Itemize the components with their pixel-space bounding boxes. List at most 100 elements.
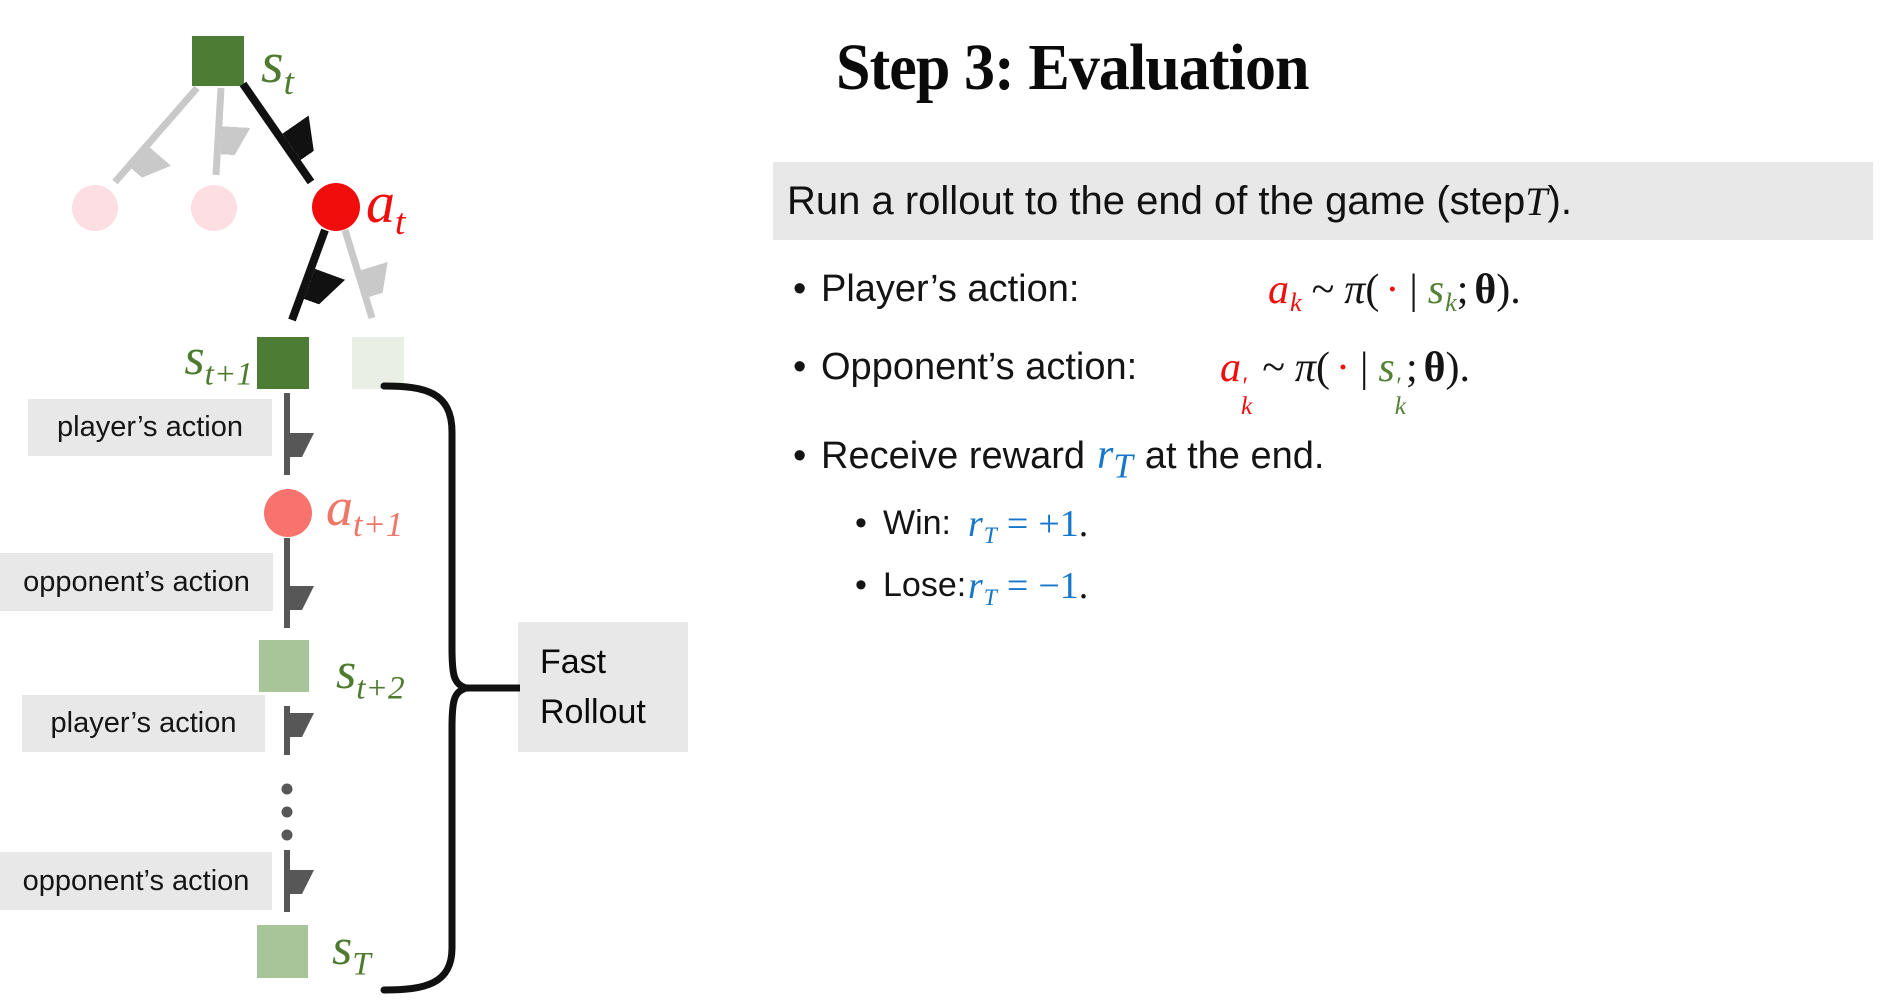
var-r-subscript: T <box>983 585 997 612</box>
open-paren: ( <box>1315 345 1330 391</box>
players-action-label: Player’s action: <box>821 268 1080 310</box>
label-at-base: a <box>366 170 395 235</box>
lose-formula: rT=−1. <box>968 564 1088 612</box>
annotation-opponents-action-1: opponent’s action <box>0 553 273 611</box>
semicolon: ; <box>1456 267 1469 313</box>
label-st2: st+2 <box>336 646 405 705</box>
equals-sign: = <box>1006 565 1029 607</box>
var-r: r <box>968 565 983 607</box>
vertical-ellipsis <box>281 783 293 841</box>
label-sT-sub: T <box>352 945 371 983</box>
annotation-opponents-action-2: opponent’s action <box>0 852 272 910</box>
state-node-st2 <box>259 640 309 692</box>
annotation-players-action-2: player’s action <box>22 695 265 752</box>
slide-title: Step 3: Evaluation <box>836 31 1310 104</box>
label-at1-sub: t+1 <box>353 506 404 545</box>
var-a: a <box>1268 267 1289 313</box>
sub-bullet-win: •Win: rT=+1. <box>855 503 1088 549</box>
unexplored-action-node-1 <box>72 185 118 231</box>
players-action-formula: ak~π(·|sk;θ). <box>1268 265 1521 318</box>
period: . <box>1078 503 1089 545</box>
tilde-operator: ~ <box>1262 345 1285 391</box>
bullet-opponents-action: •Opponent’s action: a′k~π(·|s′k;θ). <box>793 345 1470 419</box>
label-st1-base: s <box>184 329 205 386</box>
var-s: s <box>1378 345 1395 391</box>
state-node-faded <box>352 337 404 389</box>
label-at1: at+1 <box>326 480 403 543</box>
var-s-subscript: k <box>1445 287 1457 317</box>
var-r-T: rT <box>1097 432 1133 485</box>
var-r-T: rT <box>968 503 997 549</box>
label-st2-base: s <box>336 643 357 700</box>
fast-rollout-line1: Fast <box>540 643 607 681</box>
bullet-icon: • <box>793 435 807 477</box>
bullet-icon: • <box>793 346 807 388</box>
var-s-subscript: k <box>1394 392 1406 420</box>
opponents-action-label: Opponent’s action: <box>821 346 1138 388</box>
edge-st-pink1 <box>112 85 200 182</box>
conditional-bar: | <box>1409 267 1418 313</box>
reward-text-before: Receive reward <box>821 435 1085 477</box>
opponents-action-formula: a′k~π(·|s′k;θ). <box>1220 343 1471 420</box>
reward-value: −1 <box>1038 565 1079 607</box>
period: . <box>1078 565 1089 607</box>
var-a-subscript: k <box>1241 392 1253 420</box>
unexplored-action-node-2 <box>191 185 237 231</box>
semicolon: ; <box>1405 345 1418 391</box>
prime-subscript-stack: ′k <box>1394 373 1406 420</box>
var-s-k: sk <box>1428 267 1457 317</box>
edge-at-faded <box>341 228 372 320</box>
state-node-sT <box>257 925 308 978</box>
close-paren: ). <box>1496 267 1521 313</box>
fast-rollout-label: Fast Rollout <box>518 622 688 752</box>
prime-subscript-stack: ′k <box>1241 373 1253 420</box>
label-st: st <box>261 34 294 101</box>
highlight-statement: Run a rollout to the end of the game (st… <box>773 162 1873 240</box>
open-paren: ( <box>1365 267 1380 313</box>
annotation-players-action-1: player’s action <box>28 399 272 456</box>
var-r: r <box>1097 432 1114 478</box>
var-a-subscript: k <box>1290 287 1302 317</box>
close-paren: ). <box>1445 345 1471 391</box>
var-r: r <box>968 503 983 545</box>
label-st-sub: t <box>283 61 294 103</box>
label-st-base: s <box>261 30 284 95</box>
label-st1: st+1 <box>138 332 253 391</box>
bullet-icon: • <box>793 268 807 310</box>
fast-rollout-line2: Rollout <box>540 693 646 731</box>
highlight-var-T: T <box>1525 178 1548 224</box>
win-formula: rT=+1. <box>968 502 1088 550</box>
prime-mark: ′ <box>1394 373 1401 401</box>
theta-parameters: θ <box>1474 267 1497 313</box>
highlight-text-before: Run a rollout to the end of the game (st… <box>787 178 1526 223</box>
var-a: a <box>1220 345 1241 391</box>
sub-bullet-lose: •Lose: rT=−1. <box>855 565 1088 611</box>
prime-mark: ′ <box>1241 373 1247 401</box>
edge-at-st1 <box>288 228 325 322</box>
win-label: Win: <box>883 504 951 542</box>
policy-pi: π <box>1344 267 1366 313</box>
conditional-bar: | <box>1359 345 1369 391</box>
label-at-sub: t <box>395 201 406 243</box>
reward-value: +1 <box>1038 503 1079 545</box>
var-a-k: ak <box>1268 267 1302 317</box>
label-at1-base: a <box>326 477 353 537</box>
bullet-icon: • <box>855 504 867 542</box>
dot-placeholder: · <box>1335 345 1350 391</box>
highlight-text-after: ). <box>1547 178 1572 223</box>
bullet-icon: • <box>855 566 867 604</box>
state-node-st <box>192 36 244 86</box>
var-r-subscript: T <box>983 523 997 550</box>
var-s-prime-k: s′k <box>1378 345 1406 419</box>
equals-sign: = <box>1006 503 1029 545</box>
action-node-at1 <box>264 489 312 537</box>
var-r-T: rT <box>968 565 997 611</box>
label-st2-sub: t+2 <box>356 669 405 707</box>
label-sT-base: s <box>332 919 353 976</box>
bullet-players-action: • Player’s action: ak~π(·|sk;θ). <box>793 267 1521 317</box>
label-at: at <box>366 174 405 241</box>
dot-placeholder: · <box>1385 267 1400 313</box>
label-sT: sT <box>332 922 371 981</box>
